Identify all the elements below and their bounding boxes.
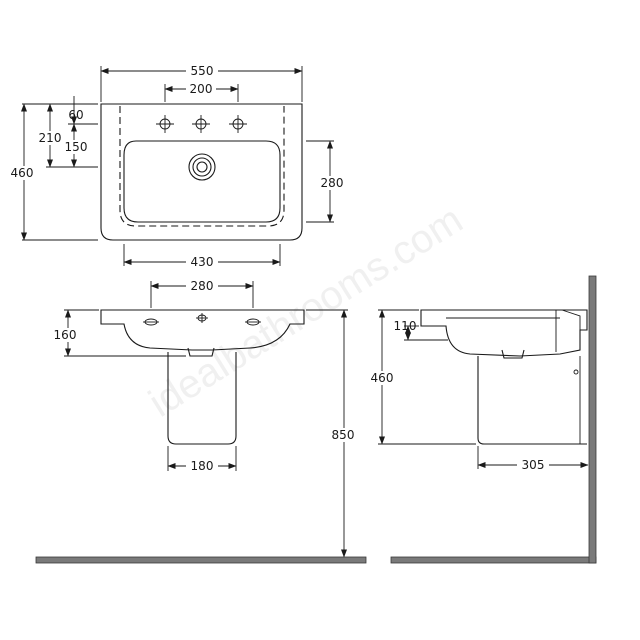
dim-outer-tap-spacing: 280	[191, 279, 214, 293]
dim-60: 60	[68, 108, 83, 122]
basin-side-back	[555, 309, 581, 352]
dim-rim-height: 850	[332, 428, 355, 442]
pedestal-side	[477, 356, 587, 445]
waste-side	[501, 349, 525, 359]
floor-side	[390, 556, 597, 564]
dim-bowl-width: 430	[191, 255, 214, 269]
front-view: 280 160 180 850	[35, 279, 367, 564]
dim-pedestal-depth: 305	[522, 458, 545, 472]
fixing-icon	[573, 369, 579, 375]
basin-side	[420, 309, 588, 357]
dim-basin-height: 160	[54, 328, 77, 342]
floor-front	[35, 556, 367, 564]
dim-110: 110	[394, 319, 417, 333]
waste-icon	[188, 153, 216, 181]
dim-overall-depth: 460	[11, 166, 34, 180]
wall-side	[588, 275, 597, 564]
tap-hole-front-left-icon	[143, 318, 159, 326]
basin-outline-top	[100, 103, 303, 241]
tap-hole-center-icon	[192, 115, 210, 133]
dim-150: 150	[65, 140, 88, 154]
dim-pedestal-width: 180	[191, 459, 214, 473]
basin-front	[100, 309, 305, 351]
dim-460-side: 460	[371, 371, 394, 385]
dim-overall-width: 550	[191, 64, 214, 78]
tap-hole-right-icon	[229, 115, 247, 133]
tap-hole-left-icon	[156, 115, 174, 133]
waste-front	[187, 347, 215, 357]
pedestal-front	[167, 352, 237, 445]
bowl-outline	[123, 140, 281, 223]
dim-bowl-depth: 280	[321, 176, 344, 190]
tap-hole-front-right-icon	[245, 318, 261, 326]
top-view: 550 200 60 210 150 460 280 43	[8, 63, 347, 269]
tap-hole-front-center-icon	[196, 313, 208, 323]
dim-tap-hole-spacing: 200	[190, 82, 213, 96]
side-view: 110 460 305	[366, 275, 597, 564]
basin-rim-dashed	[119, 106, 285, 227]
dim-210: 210	[39, 131, 62, 145]
